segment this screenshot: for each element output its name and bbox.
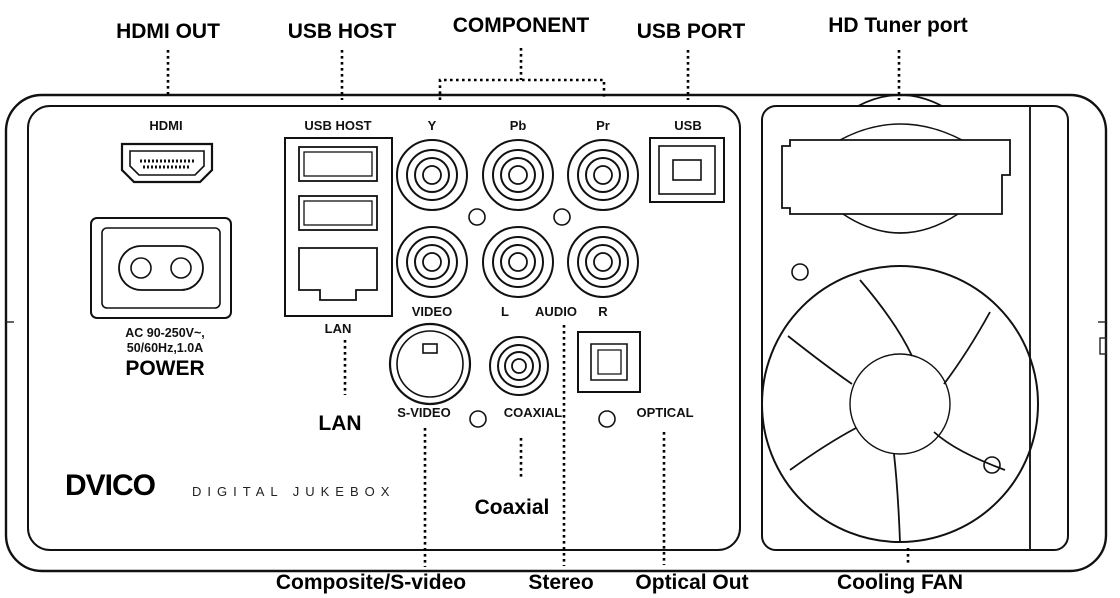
callout-labels: HDMI OUT USB HOST COMPONENT USB PORT HD … <box>116 14 968 594</box>
callout-coaxial: Coaxial <box>475 496 550 519</box>
callout-stereo: Stereo <box>528 571 593 594</box>
hdmi-port: HDMI <box>120 118 214 184</box>
callout-optical-out: Optical Out <box>635 571 748 594</box>
rca-pr-jack <box>567 139 639 211</box>
optical-port: OPTICAL <box>577 331 694 428</box>
hdmi-label: HDMI <box>149 118 182 133</box>
callout-lan: LAN <box>318 412 361 435</box>
hd-tuner-port <box>781 94 1011 234</box>
usb-label: USB <box>674 118 701 133</box>
audio-label: AUDIO <box>535 304 577 319</box>
branding: DVICO DIGITAL JUKEBOX <box>65 469 395 502</box>
power-spec-line2: 50/60Hz,1.0A <box>127 341 203 355</box>
usb-host-lan-block: USB HOST LAN <box>284 118 393 336</box>
power-socket: AC 90-250V~, 50/60Hz,1.0A <box>90 217 232 355</box>
usb-host-label: USB HOST <box>304 118 371 133</box>
rca-video-jack <box>396 226 468 298</box>
callout-cooling-fan: Cooling FAN <box>837 571 963 594</box>
component-pr-label: Pr <box>596 118 610 133</box>
svideo-port: S-VIDEO <box>388 322 472 420</box>
component-y-label: Y <box>428 118 437 133</box>
optical-label: OPTICAL <box>636 405 693 420</box>
callout-component: COMPONENT <box>453 14 590 37</box>
rca-jacks: Y Pb Pr VIDEO L AUDIO R <box>396 118 639 319</box>
callout-composite-svideo: Composite/S-video <box>276 571 466 594</box>
rca-audio-right-jack <box>567 226 639 298</box>
rca-y-jack <box>396 139 468 211</box>
callout-usb-port: USB PORT <box>637 20 746 43</box>
audio-right-label: R <box>598 304 608 319</box>
callout-power: POWER <box>125 357 204 380</box>
callout-hdmi-out: HDMI OUT <box>116 20 220 43</box>
rca-audio-left-jack <box>482 226 554 298</box>
cooling-fan <box>761 263 1039 543</box>
rca-pb-jack <box>482 139 554 211</box>
usb-device-port: USB <box>649 118 725 203</box>
lan-label: LAN <box>325 321 352 336</box>
callout-hd-tuner-port: HD Tuner port <box>828 14 968 37</box>
component-pb-label: Pb <box>510 118 527 133</box>
power-spec-line1: AC 90-250V~, <box>125 326 205 340</box>
audio-left-label: L <box>501 304 509 319</box>
brand-tagline: DIGITAL JUKEBOX <box>192 484 395 499</box>
callout-usb-host: USB HOST <box>288 20 397 43</box>
video-label: VIDEO <box>412 304 452 319</box>
leader-lines <box>166 48 910 567</box>
svideo-label: S-VIDEO <box>397 405 450 420</box>
coaxial-label: COAXIAL <box>504 405 563 420</box>
brand-logo: DVICO <box>65 469 156 502</box>
coaxial-port: COAXIAL <box>469 336 563 428</box>
